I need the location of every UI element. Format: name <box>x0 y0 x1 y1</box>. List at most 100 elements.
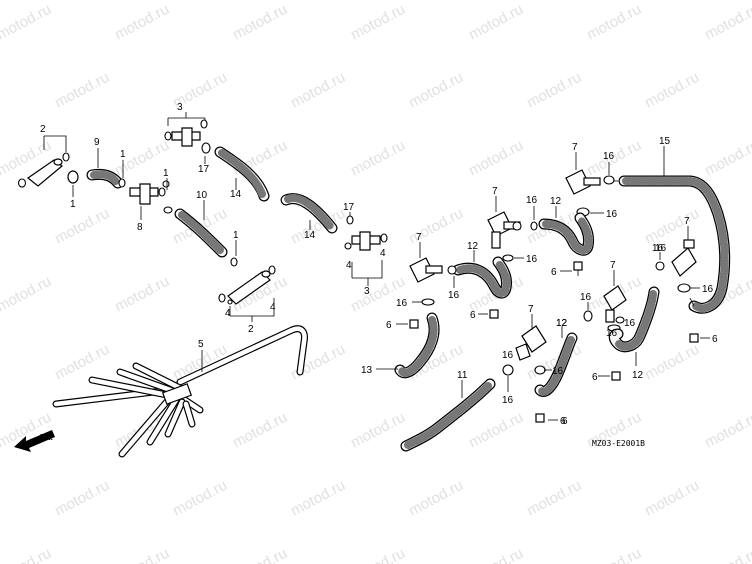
watermark-text: motod.ru <box>288 477 348 520</box>
watermark-text: motod.ru <box>466 1 526 44</box>
callout-label: 16 <box>652 243 664 254</box>
callout-label: 5 <box>198 339 204 350</box>
watermark-text: motod.ru <box>0 545 54 564</box>
callout-label: 16 <box>448 290 460 301</box>
watermark-text: motod.ru <box>230 1 290 44</box>
valve-part-7-upper <box>565 152 601 195</box>
valve-part-7-left <box>409 242 443 283</box>
watermark-text: motod.ru <box>112 273 172 316</box>
callout-label: 1 <box>70 199 76 210</box>
callout-label: 1 <box>163 168 169 179</box>
callout-label: 16 <box>702 284 714 295</box>
watermark-text: motod.ru <box>524 477 584 520</box>
watermark-text: motod.ru <box>524 69 584 112</box>
watermark-text: motod.ru <box>112 1 172 44</box>
callout-label: 17 <box>343 202 355 213</box>
watermark-text: motod.ru <box>702 545 752 564</box>
hose-part-9 <box>86 148 124 189</box>
callout-label: 7 <box>492 186 498 197</box>
watermark-text: motod.ru <box>584 545 644 564</box>
bolt-part-6-d <box>535 413 558 423</box>
callout-label: 4 <box>225 308 231 319</box>
valve-part-7-far-right <box>671 226 697 277</box>
watermark-text: motod.ru <box>466 137 526 180</box>
watermark-text: motod.ru <box>52 477 112 520</box>
watermark-text: motod.ru <box>52 341 112 384</box>
callout-label: 11 <box>457 370 468 381</box>
callout-label: 4 <box>380 248 386 259</box>
callout-label: 2 <box>248 324 254 335</box>
watermark-text: motod.ru <box>112 545 172 564</box>
callout-label: 16 <box>606 328 618 339</box>
callout-label: 10 <box>196 190 208 201</box>
callout-label: 6 <box>562 416 568 427</box>
callout-label: 7 <box>528 304 534 315</box>
hose-part-15 <box>614 146 731 314</box>
watermark-text: motod.ru <box>584 1 644 44</box>
callout-label: 15 <box>659 136 671 147</box>
bolt-part-6-f <box>689 333 710 343</box>
watermark-text: motod.ru <box>642 69 702 112</box>
callout-labels: 2 1 9 1 8 1 10 3 17 14 1 4 4 2 5 14 17 4… <box>40 102 718 427</box>
callout-label: 16 <box>526 195 538 206</box>
callout-label: 4 <box>270 302 276 313</box>
callout-label: 12 <box>467 241 479 252</box>
bolt-part-6-c <box>478 309 499 319</box>
callout-label: 12 <box>556 318 568 329</box>
watermark-text: motod.ru <box>288 341 348 384</box>
watermark-text: motod.ru <box>52 205 112 248</box>
bolt-part-6-e <box>598 371 621 381</box>
callout-label: 16 <box>502 350 514 361</box>
watermark-text: motod.ru <box>348 545 408 564</box>
diagram-code: MZ03-E2001B <box>592 439 645 448</box>
callout-label: 13 <box>361 365 373 376</box>
watermark-text: motod.ru <box>0 1 54 44</box>
callout-label: 16 <box>526 254 538 265</box>
watermark-text: motod.ru <box>406 69 466 112</box>
callout-label: 7 <box>416 232 422 243</box>
callout-label: 6 <box>592 372 598 383</box>
callout-label: 16 <box>552 366 564 377</box>
fitting-part-2-lower <box>218 265 276 322</box>
watermark-text: motod.ru <box>642 341 702 384</box>
cap-part-1-a <box>67 170 79 184</box>
callout-label: 16 <box>606 209 618 220</box>
watermark-text: motod.ru <box>406 205 466 248</box>
callout-label: 6 <box>560 416 566 427</box>
bolt-part-6-a <box>560 261 583 276</box>
watermark-text: motod.ru <box>348 273 408 316</box>
watermark-text: motod.ru <box>230 137 290 180</box>
callout-label: 7 <box>572 142 578 153</box>
callout-label: 7 <box>610 260 616 271</box>
callout-label: 16 <box>396 298 408 309</box>
callout-label: 6 <box>712 334 718 345</box>
callout-label: 1 <box>120 149 126 160</box>
watermark-text: motod.ru <box>348 1 408 44</box>
watermark-text: motod.ru <box>230 409 290 452</box>
hose-part-12-c <box>534 326 578 397</box>
valve-part-7-middle <box>487 196 521 249</box>
callout-label: 3 <box>177 102 183 113</box>
watermark-text: motod.ru <box>348 409 408 452</box>
watermark-text: motod.ru <box>170 477 230 520</box>
watermark-text: motod.ru <box>466 409 526 452</box>
fitting-part-2-upper <box>17 135 70 188</box>
watermark-text: motod.ru <box>52 69 112 112</box>
bolt-part-6-b <box>396 319 419 329</box>
callout-label: 3 <box>364 286 370 297</box>
hose-part-10 <box>174 200 228 258</box>
hose-part-13 <box>376 312 440 379</box>
watermark-text: motod.ru <box>0 273 54 316</box>
callout-label: 6 <box>551 267 557 278</box>
callout-label: 16 <box>655 243 667 254</box>
watermark-text: motod.ru <box>466 545 526 564</box>
hose-part-11 <box>400 378 496 452</box>
callout-label: 14 <box>230 189 242 200</box>
fitting-part-3-upper <box>164 112 208 147</box>
callout-label: 4 <box>346 260 352 271</box>
joint-part-8 <box>129 183 166 220</box>
callout-label: 12 <box>556 318 568 329</box>
callout-label: 12 <box>550 196 562 207</box>
